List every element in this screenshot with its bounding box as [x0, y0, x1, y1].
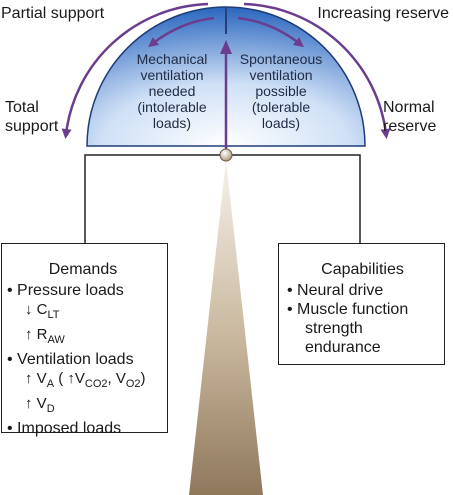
total-support-line1: Total	[5, 99, 39, 116]
fulcrum-triangle	[189, 160, 263, 495]
dome-left-line: ventilation	[140, 67, 204, 83]
imposed-loads: • Imposed loads	[7, 420, 122, 437]
strength: strength	[305, 320, 363, 337]
vo2-subscript: O2	[125, 378, 141, 390]
vd-text: ↑ V	[25, 395, 47, 412]
va-text: ↑ V	[25, 370, 47, 387]
vd-subscript: D	[46, 403, 55, 415]
dome-left-line: (intolerable	[137, 99, 207, 115]
pivot-circle	[219, 148, 233, 162]
dome-left-line: needed	[148, 83, 196, 99]
total-support-line2: support	[5, 118, 59, 135]
r-aw-subscript: AW	[47, 334, 65, 346]
muscle-function: • Muscle function	[287, 301, 409, 318]
c-lt-text: ↓ C	[25, 301, 48, 318]
dome-right-line: Spontaneous	[239, 51, 323, 67]
dome-right-line: (tolerable	[251, 99, 311, 115]
capabilities-box: Capabilities • Neural drive • Muscle fun…	[278, 243, 445, 365]
r-aw-text: ↑ R	[25, 326, 48, 343]
label-increasing-reserve: Increasing reserve	[317, 5, 449, 22]
dome-right-text: Spontaneous ventilation possible (tolera…	[231, 51, 331, 131]
demands-title: Demands	[48, 261, 118, 278]
c-lt-item: ↓ CLT	[7, 300, 159, 325]
dome-right-line: possible	[255, 83, 307, 99]
left-inner-arrow	[148, 16, 215, 48]
left-outer-arrow	[61, 2, 209, 139]
vo2-text: , V	[107, 370, 126, 387]
demands-box: Demands • Pressure loads ↓ CLT ↑ RAW • V…	[1, 243, 168, 437]
dome-right-line: loads)	[261, 115, 301, 131]
dome-left-line: loads)	[152, 115, 192, 131]
normal-reserve-line1: Normal	[383, 99, 435, 116]
vd-item: ↑ VD	[7, 394, 159, 419]
va-subscript: A	[46, 378, 55, 390]
right-outer-arrow	[243, 2, 391, 139]
va-close-paren: )	[140, 370, 146, 387]
pressure-loads: • Pressure loads	[7, 282, 124, 299]
normal-reserve-line2: reserve	[383, 118, 437, 135]
c-lt-subscript: LT	[47, 309, 60, 321]
right-beam	[226, 154, 361, 243]
right-inner-arrow	[237, 16, 304, 48]
vco2-subscript: CO2	[84, 378, 108, 390]
label-partial-support: Partial support	[1, 5, 105, 22]
r-aw-item: ↑ RAW	[7, 325, 159, 350]
pointer-arrowhead	[220, 40, 232, 54]
capabilities-title: Capabilities	[321, 261, 404, 278]
va-item: ↑ VA ( ↑VCO2, VO2)	[7, 369, 159, 394]
neural-drive: • Neural drive	[287, 282, 384, 299]
dome-right-line: ventilation	[249, 67, 313, 83]
vco2-text: ( ↑V	[54, 370, 85, 387]
endurance: endurance	[305, 339, 381, 356]
label-normal-reserve: Normal reserve	[383, 98, 436, 136]
label-total-support: Total support	[5, 98, 58, 136]
dome-left-line: Mechanical	[136, 51, 208, 67]
dome-left-text: Mechanical ventilation needed (intolerab…	[124, 51, 220, 131]
left-beam	[84, 154, 226, 243]
ventilation-loads: • Ventilation loads	[7, 351, 134, 368]
